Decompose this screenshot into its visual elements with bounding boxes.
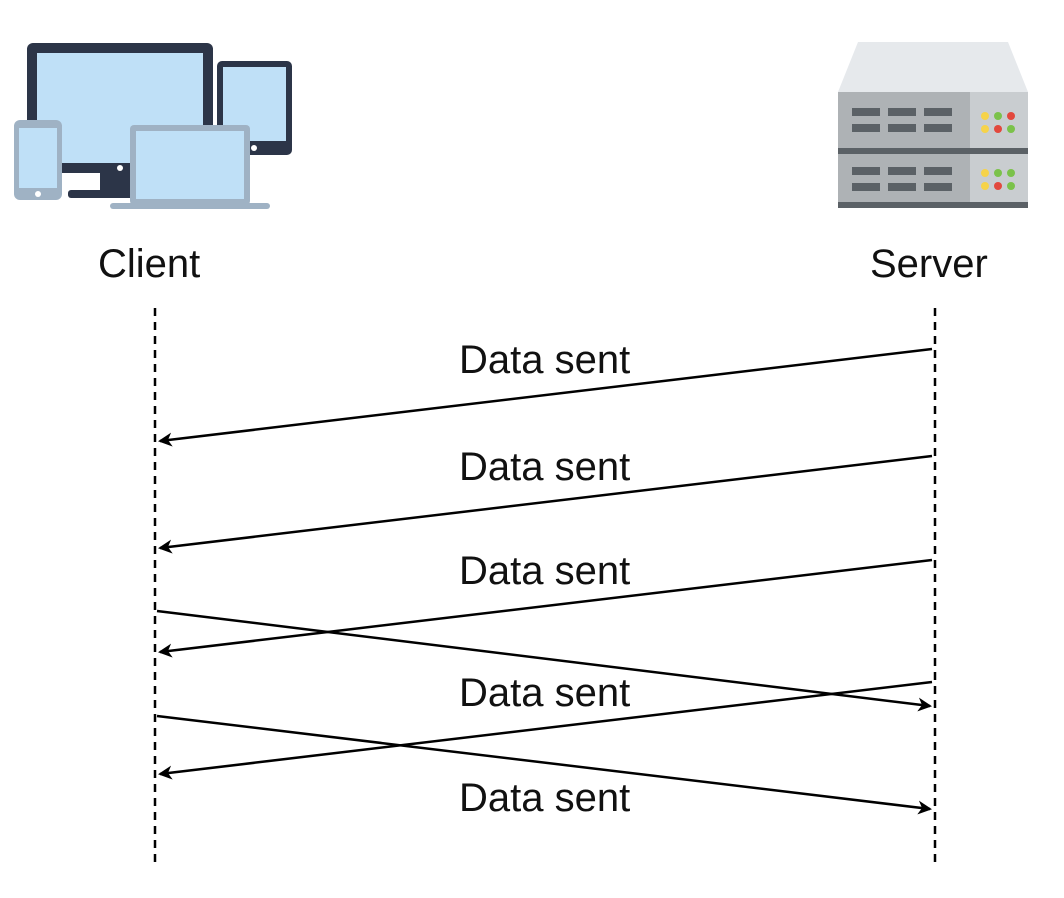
server-label: Server: [870, 242, 988, 286]
message-label: Data sent: [459, 445, 631, 489]
message-arrow: [156, 714, 932, 815]
message-arrow: [158, 680, 933, 780]
message-arrow: [158, 454, 933, 554]
message-label: Data sent: [459, 671, 631, 715]
client-label: Client: [98, 242, 201, 286]
message-label: Data sent: [459, 776, 631, 820]
server-icon: [838, 42, 1028, 208]
message-label: Data sent: [459, 549, 631, 593]
message-label: Data sent: [459, 338, 631, 382]
devices-icon: [14, 43, 292, 209]
message-arrow: [156, 609, 932, 712]
message-arrow: [158, 558, 933, 658]
message-arrow: [158, 347, 933, 447]
